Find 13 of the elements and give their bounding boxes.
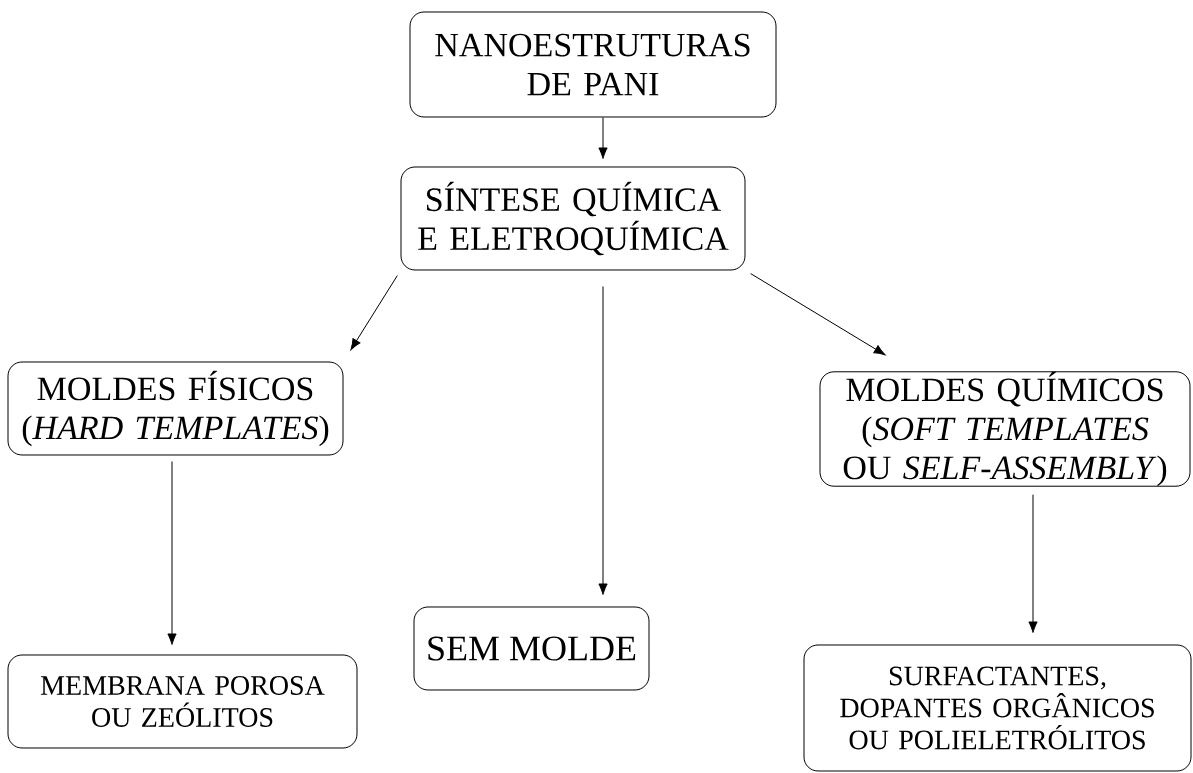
arrow [1028, 494, 1038, 633]
process-box: MOLDES FÍSICOS (HARD TEMPLATES) [7, 361, 344, 456]
process-box: MEMBRANA POROSA OU ZEÓLITOS [7, 654, 358, 749]
process-box: SURFACTANTES, DOPANTES ORGÂNICOS OU POLIELETRÓLITOS [803, 644, 1192, 772]
process-box: SEM MOLDE [413, 606, 650, 691]
process-box: SÍNTESE QUÍMICA E ELETROQUÍMICA [400, 166, 746, 271]
process-box: NANOESTRUTURAS DE PANI [409, 11, 777, 118]
arrow [598, 117, 608, 159]
process-box: MOLDES QUÍMICOS (SOFT TEMPLATES OU SELF-ASSEMBLY) [819, 371, 1191, 487]
arrow [350, 275, 398, 351]
arrow [750, 273, 886, 356]
arrow [167, 461, 177, 645]
arrow [598, 286, 608, 595]
